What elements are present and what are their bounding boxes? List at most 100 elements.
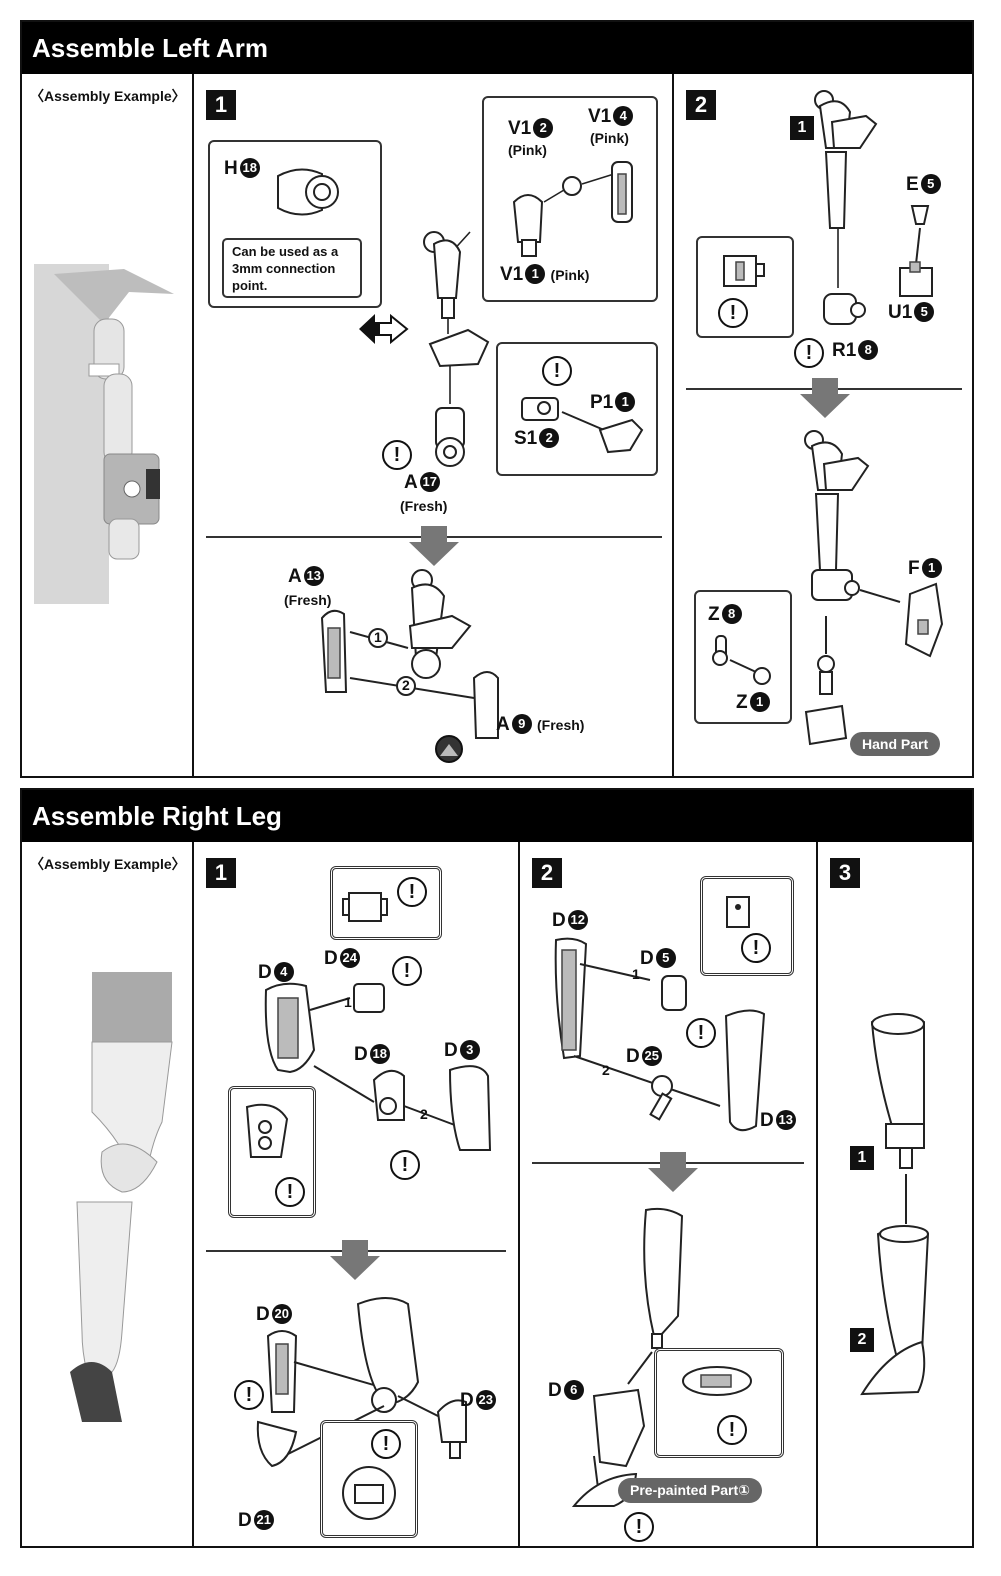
exclamation-warning-icon: ! — [382, 440, 412, 470]
exclamation-warning-icon: ! — [624, 1512, 654, 1542]
hand-connector-drawing — [804, 616, 848, 746]
v1-parts-drawing — [512, 161, 633, 257]
prepainted-detail-drawing — [682, 1366, 752, 1396]
part-h18-drawing — [277, 168, 339, 216]
d24-detail-callout: ! — [330, 866, 442, 940]
order-marker-1: 1 — [632, 966, 640, 982]
part-f1-drawing — [904, 582, 944, 658]
hand-part-badge: Hand Part — [850, 732, 941, 756]
exclamation-warning-icon: ! — [718, 298, 748, 328]
e5-u15-drawing — [899, 205, 933, 297]
d21-detail-drawing — [342, 1466, 396, 1520]
r18-detail-drawing — [723, 255, 765, 287]
down-arrow-icon — [800, 378, 850, 418]
d5-detail-callout: ! — [700, 876, 794, 976]
a17-color-note: (Fresh) — [400, 498, 448, 514]
prepainted-part-badge: Pre-painted Part① — [618, 1478, 762, 1503]
d18-detail-callout: ! — [228, 1086, 316, 1218]
h18-connection-note: Can be used as a 3mm connection point. — [222, 238, 362, 298]
d21-detail-callout: ! — [320, 1420, 418, 1538]
double-arrow-icon — [359, 313, 409, 345]
d5-detail-drawing — [726, 896, 750, 928]
exclamation-warning-icon: ! — [371, 1429, 401, 1459]
z-parts-drawing — [712, 635, 771, 685]
p1-s1-drawing — [521, 397, 644, 454]
step2-lower-drawing — [804, 430, 901, 603]
arm-example-illustration — [34, 264, 174, 604]
d18-detail-drawing — [245, 1103, 289, 1158]
assembly-example-column: 〈Assembly Example〉 — [22, 842, 192, 1546]
exclamation-warning-icon: ! — [542, 356, 572, 386]
step1-assembly-drawing — [423, 231, 490, 467]
assemble-left-arm-section: Assemble Left Arm 〈Assembly Example〉 1 H… — [20, 20, 974, 778]
down-arrow-icon — [330, 1240, 380, 1280]
assembly-example-label: 〈Assembly Example〉 — [30, 88, 186, 104]
prepainted-detail-callout: ! — [654, 1348, 784, 1458]
order-marker-2: 2 — [402, 677, 410, 693]
section-title: Assemble Left Arm — [22, 22, 972, 74]
down-arrow-icon — [648, 1152, 698, 1192]
assembly-example-column: 〈Assembly Example〉 — [22, 74, 192, 776]
exclamation-warning-icon: ! — [397, 877, 427, 907]
order-marker-1: 1 — [344, 994, 352, 1010]
step-number: 3 — [830, 858, 860, 888]
sub-step-number: 1 — [850, 1146, 874, 1170]
exclamation-warning-icon: ! — [234, 1380, 264, 1410]
d24-detail-drawing — [342, 892, 388, 922]
exclamation-warning-icon: ! — [717, 1415, 747, 1445]
step2-upper-drawing — [814, 90, 878, 325]
v1-4-color-note: (Pink) — [590, 130, 629, 146]
step-number: 2 — [532, 858, 562, 888]
assemble-right-leg-section: Assemble Right Leg 〈Assembly Example〉 1 … — [20, 788, 974, 1548]
leg-step3-drawing — [860, 1013, 930, 1396]
sub-step-number: 1 — [790, 116, 814, 140]
a13-color-note: (Fresh) — [284, 592, 332, 608]
exclamation-warning-icon: ! — [741, 933, 771, 963]
sub-step-number: 2 — [850, 1328, 874, 1352]
leg-example-illustration — [70, 972, 173, 1422]
caution-icon — [435, 735, 463, 763]
down-arrow-icon — [409, 526, 459, 566]
assembly-example-label: 〈Assembly Example〉 — [30, 856, 186, 872]
leg-step1-upper-drawing — [264, 982, 492, 1151]
leg-step3-column: 3 1 2 — [816, 842, 972, 1546]
exclamation-warning-icon: ! — [390, 1150, 420, 1180]
r18-detail-callout: ! — [696, 236, 794, 338]
exclamation-warning-icon: ! — [686, 1018, 716, 1048]
section-title: Assemble Right Leg — [22, 790, 972, 842]
order-marker-2: 2 — [602, 1062, 610, 1078]
exclamation-warning-icon: ! — [392, 956, 422, 986]
exclamation-warning-icon: ! — [794, 338, 824, 368]
exclamation-warning-icon: ! — [275, 1177, 305, 1207]
step-number: 1 — [206, 858, 236, 888]
leg-step2-upper-drawing — [554, 937, 766, 1132]
order-marker-2: 2 — [420, 1106, 428, 1122]
